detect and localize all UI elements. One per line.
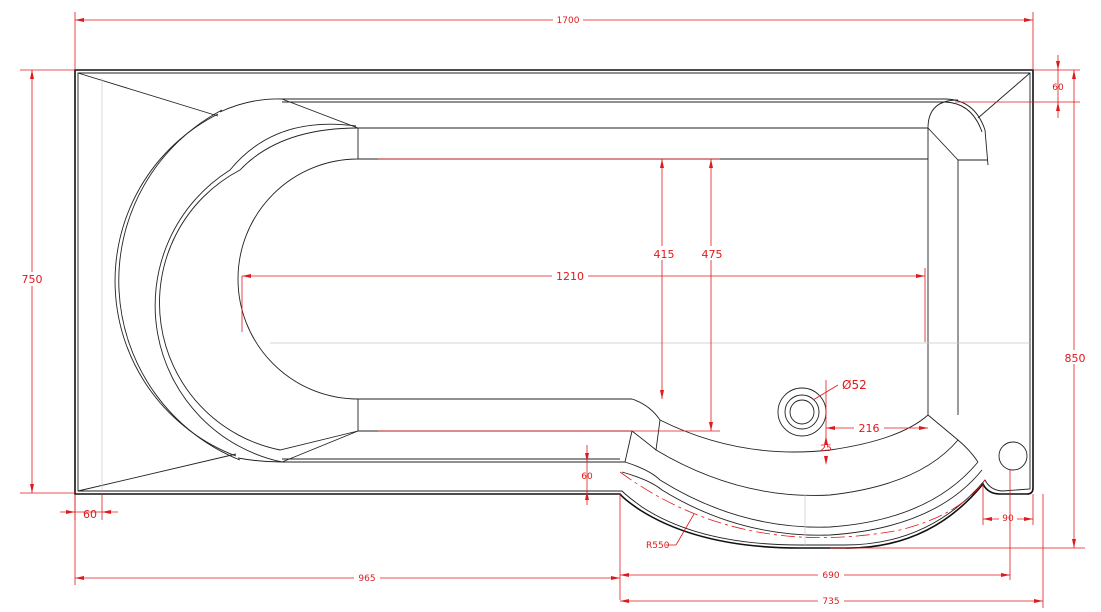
shower-step-a [624,430,633,463]
dim-waste-offset-x: 216 [859,422,880,435]
basin-right-corner-top [927,127,959,161]
basin-step-top [281,98,359,129]
corner-circle [998,441,1028,471]
outer-rim [74,69,1034,549]
basin-outer-u [159,127,359,451]
dim-deck-step: 60 [581,472,593,482]
dim-bottom-left: 965 [358,574,375,584]
outer-rim-inner-line [77,72,1031,546]
dimensions: 1700 750 60 1210 415 [20,12,1089,608]
waste-ring [784,394,820,430]
dim-inner-width-wide: 475 [702,248,723,261]
dim-deck-left: 60 [83,508,97,521]
shower-step-b [655,419,661,451]
shell-top-lip-inner [282,101,983,133]
left-shell-outer-arc [114,113,237,457]
dim-corner-offset: 90 [1002,514,1014,524]
shower-lip-outer-2 [621,469,983,536]
basin-right-wall [927,99,988,415]
shower-floor-curve-2 [631,430,979,496]
dim-deck-top-right: 60 [1052,83,1064,93]
dim-bottom-right: 735 [822,597,839,607]
dim-curve-radius: R550 [646,541,670,551]
dim-overall-width: 750 [22,273,43,286]
dim-overall-length: 1700 [557,16,580,26]
basin-outer-u-2 [154,123,357,463]
basin-right-corner-bottom [927,414,959,441]
dim-bottom-mid: 690 [822,571,839,581]
deck-diagonal-top-right [977,72,1031,119]
deck-diagonal-top-left [77,72,219,117]
dim-waste-offset-y: 25 [820,444,831,454]
basin-step-bottom [281,430,359,463]
dim-overall-width-shower: 850 [1065,352,1086,365]
shower-lip-outer [624,461,979,528]
dim-inner-width-narrow: 415 [654,248,675,261]
dim-inner-length: 1210 [556,270,584,283]
dim-waste-diameter: Ø52 [842,378,867,392]
bath-outline [74,69,1034,549]
deck-diagonal-bottom-left [77,453,237,492]
shower-floor-curve [631,398,929,453]
left-shell-outer-arc-2 [118,109,241,461]
waste-inner [789,399,815,425]
shell-top-lip [219,98,989,166]
